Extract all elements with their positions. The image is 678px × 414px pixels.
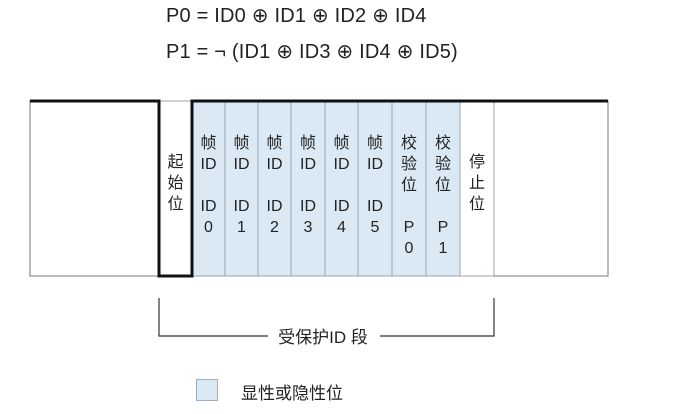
field-label: P	[404, 219, 415, 236]
field-label: 0	[405, 240, 414, 257]
field-cell	[324, 100, 359, 277]
field-label: 帧	[200, 134, 216, 152]
field-label: 1	[237, 219, 246, 236]
field-label: 位	[167, 195, 183, 213]
field-cell	[257, 100, 292, 277]
legend-label: 显性或隐性位	[241, 384, 343, 403]
field-p1: 校验位 P 1	[425, 100, 461, 277]
legend-swatch	[196, 379, 218, 401]
field-cell	[158, 100, 193, 277]
field-label: ID	[300, 156, 316, 173]
field-label: 位	[469, 195, 485, 213]
field-id3: 帧 ID ID 3	[290, 100, 326, 277]
field-label: ID	[300, 198, 316, 215]
bracket-left	[158, 298, 268, 337]
protected-id-bracket: 受保护ID 段	[158, 298, 495, 347]
field-label: 3	[304, 219, 313, 236]
field-label: 止	[469, 174, 485, 192]
field-label: ID	[267, 156, 283, 173]
field-label: 位	[401, 176, 417, 194]
field-label: 帧	[333, 134, 349, 152]
formula-p0: P0 = ID0 ⊕ ID1 ⊕ ID2 ⊕ ID4	[166, 5, 427, 27]
field-label: 帧	[367, 134, 383, 152]
field-label: 验	[435, 155, 451, 173]
field-label: 4	[337, 219, 346, 236]
field-id0: 帧 ID ID 0	[191, 100, 226, 277]
field-label: 起	[167, 153, 183, 171]
field-label: 帧	[266, 134, 282, 152]
field-cell	[224, 100, 259, 277]
field-id1: 帧 ID ID 1	[224, 100, 259, 277]
field-label: 停	[469, 153, 485, 171]
field-label: 验	[401, 155, 417, 173]
field-p0: 校验位 P 0	[391, 100, 427, 277]
field-stop: 停止位	[459, 100, 495, 277]
field-label: P	[438, 219, 449, 236]
field-label: 始	[167, 174, 183, 192]
field-label: ID	[267, 198, 283, 215]
signal-lines	[30, 99, 608, 278]
field-label: ID	[234, 156, 250, 173]
signal-line	[30, 99, 608, 278]
field-label: ID	[367, 198, 383, 215]
field-label: ID	[334, 198, 350, 215]
field-label: 帧	[233, 134, 249, 152]
field-label: ID	[367, 156, 383, 173]
field-id2: 帧 ID ID 2	[257, 100, 292, 277]
field-label: 帧	[300, 134, 316, 152]
field-label: ID	[334, 156, 350, 173]
frame-fields: 起始位帧IDID0帧IDID1帧IDID2帧IDID3帧IDID4帧IDID5校…	[29, 100, 609, 277]
field-label: ID	[201, 198, 217, 215]
field-label: ID	[234, 198, 250, 215]
field-label: 位	[435, 176, 451, 194]
field-label: 校	[435, 134, 451, 152]
bracket-right	[380, 298, 495, 337]
field-label: 校	[401, 134, 417, 152]
field-cell	[290, 100, 326, 277]
field-cell	[357, 100, 393, 277]
field-cell	[191, 100, 226, 277]
field-label: 5	[371, 219, 380, 236]
field-label: ID	[201, 156, 217, 173]
field-start: 起始位	[158, 100, 193, 277]
field-label: 0	[204, 219, 213, 236]
field-label: 2	[270, 219, 279, 236]
field-cell	[425, 100, 461, 277]
field-label: 1	[439, 240, 448, 257]
field-id4: 帧 ID ID 4	[324, 100, 359, 277]
field-id5: 帧 ID ID 5	[357, 100, 393, 277]
bracket-label: 受保护ID 段	[278, 328, 368, 347]
formula-p1: P1 = ¬ (ID1 ⊕ ID3 ⊕ ID4 ⊕ ID5)	[166, 41, 458, 63]
